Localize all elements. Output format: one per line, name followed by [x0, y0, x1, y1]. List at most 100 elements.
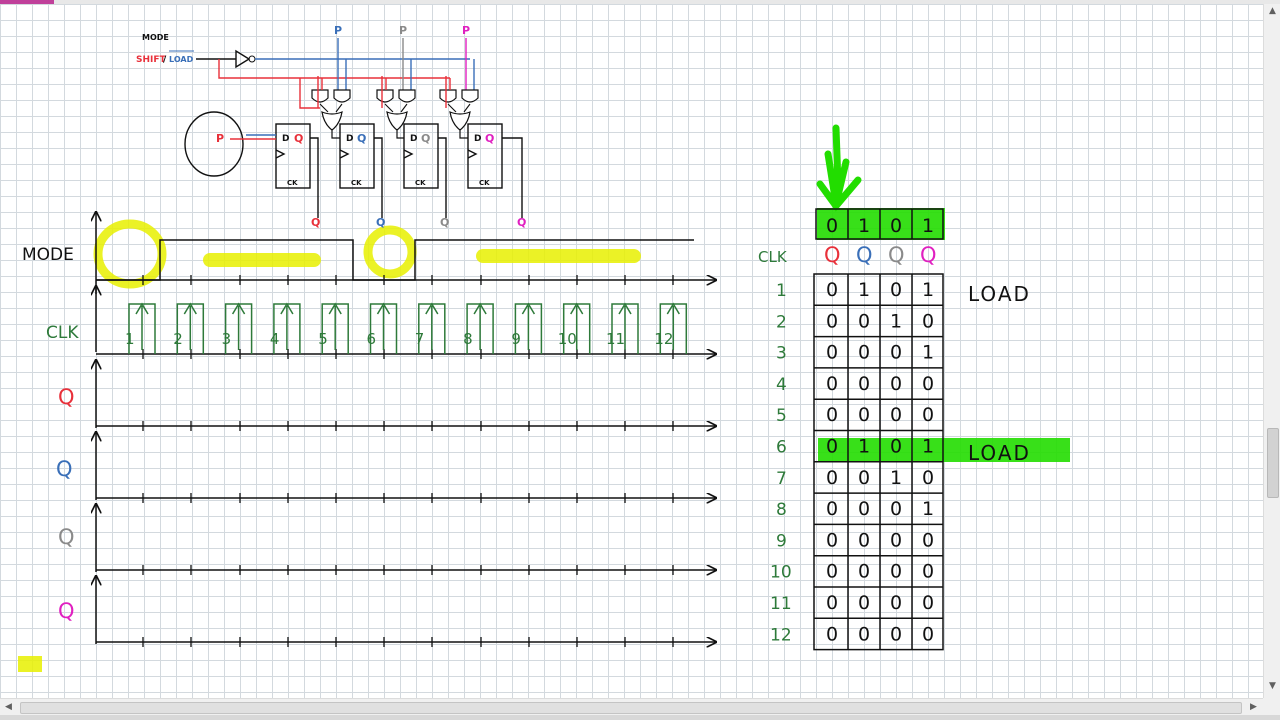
table-row-label: 3: [776, 344, 787, 364]
table-row-label: 9: [776, 531, 787, 551]
svg-text:/: /: [163, 55, 167, 65]
initial-value: 0: [826, 215, 838, 237]
scroll-left-arrow-icon[interactable]: ◀: [5, 702, 12, 712]
scroll-up-arrow-icon[interactable]: ▲: [1269, 6, 1276, 16]
ff-ck-3: CK: [415, 179, 426, 187]
table-header-q: Q: [856, 243, 873, 267]
scroll-right-arrow-icon[interactable]: ▶: [1250, 702, 1257, 712]
clk-axis-label: CLK: [46, 323, 79, 343]
clock-label: 5: [318, 330, 328, 348]
horizontal-scrollbar[interactable]: ◀ ▶: [0, 698, 1263, 715]
ff-q-3: Q: [421, 132, 430, 145]
table-cell: 0: [858, 404, 870, 426]
q3-axis-label: Q: [58, 525, 75, 549]
table-cell: 0: [890, 592, 902, 614]
scrollbar-corner: [1263, 698, 1280, 715]
table-row-label: 12: [770, 625, 792, 645]
table-header-q: Q: [920, 243, 937, 267]
table-cell: 1: [890, 467, 902, 489]
table-header-q: Q: [824, 243, 841, 267]
ff-q-2: Q: [357, 132, 366, 145]
p-label-2: P: [399, 24, 407, 37]
table-cell: 0: [922, 404, 934, 426]
table-cell: 1: [858, 436, 870, 458]
rising-edge-arrow-icon: [618, 302, 632, 350]
table-cell: 0: [826, 561, 838, 583]
handwritten-diagram: MODE SHIFT / LOAD P P P: [18, 24, 1070, 672]
table-cell: 0: [826, 529, 838, 551]
initial-value: 0: [890, 215, 902, 237]
out-q-1: Q: [311, 216, 320, 229]
mode-highlights: [18, 219, 641, 672]
table-row-label: 11: [770, 594, 792, 614]
table-cell: 0: [890, 373, 902, 395]
ff-ck-1: CK: [287, 179, 298, 187]
clock-label: 4: [270, 330, 280, 348]
table-row-label: 7: [776, 469, 787, 489]
clock-label: 10: [558, 330, 577, 348]
title-bar: [0, 0, 1280, 4]
rising-edge-arrow-icon: [376, 302, 391, 350]
rising-edge-arrow-icon: [135, 302, 149, 350]
vertical-scrollbar[interactable]: ▲ ▼: [1263, 4, 1280, 698]
table-cell: 0: [922, 467, 934, 489]
table-cell: 0: [858, 310, 870, 332]
clock-label: 3: [222, 330, 232, 348]
table-cell: 0: [890, 279, 902, 301]
table-cell: 0: [858, 373, 870, 395]
clock-label: 8: [463, 330, 473, 348]
rising-edge-arrow-icon: [473, 302, 487, 350]
table-cell: 1: [858, 279, 870, 301]
table-cell: 0: [826, 279, 838, 301]
q4-axis-label: Q: [58, 599, 75, 623]
rising-edge-arrow-icon: [183, 302, 197, 350]
ff-ck-4: CK: [479, 179, 490, 187]
initial-value: 1: [922, 215, 934, 237]
out-q-3: Q: [440, 216, 449, 229]
table-cell: 0: [922, 310, 934, 332]
table-cell: 0: [826, 623, 838, 645]
scroll-down-arrow-icon[interactable]: ▼: [1269, 681, 1276, 691]
q2-axis-label: Q: [56, 457, 73, 481]
horizontal-scroll-thumb[interactable]: [20, 702, 1242, 714]
table-cell: 0: [826, 373, 838, 395]
table-row-label: 1: [776, 281, 787, 301]
initial-value: 1: [858, 215, 870, 237]
drawing-canvas[interactable]: MODE SHIFT / LOAD P P P: [0, 4, 1263, 698]
mode-axis-label: MODE: [22, 245, 74, 265]
rising-edge-arrow-icon: [280, 302, 294, 350]
table-row-label: 4: [776, 375, 787, 395]
table-cell: 0: [858, 529, 870, 551]
table-row-label: 2: [776, 312, 787, 332]
table-cell: 0: [858, 498, 870, 520]
table-cell: 0: [826, 310, 838, 332]
p-label-3: P: [462, 24, 470, 37]
load-label-top: LOAD: [968, 282, 1031, 306]
table-cell: 0: [922, 561, 934, 583]
table-cell: 0: [922, 623, 934, 645]
p-label-1: P: [334, 24, 342, 37]
table-cell: 0: [858, 467, 870, 489]
clock-label: 11: [606, 330, 625, 348]
clock-label: 6: [367, 330, 377, 348]
table-row-label: 8: [776, 500, 787, 520]
clock-label: 9: [511, 330, 521, 348]
clock-label: 12: [654, 330, 673, 348]
table-cell: 0: [922, 592, 934, 614]
table-cell: 0: [858, 623, 870, 645]
ff-ck-2: CK: [351, 179, 362, 187]
table-cell: 0: [890, 342, 902, 364]
rising-edge-arrow-icon: [231, 302, 246, 350]
ff-q-1: Q: [294, 132, 303, 145]
table-highlights: [816, 124, 1070, 462]
status-strip: [0, 715, 1280, 720]
q1-axis-label: Q: [58, 385, 75, 409]
table-cell: 0: [890, 404, 902, 426]
ff-q-4: Q: [485, 132, 494, 145]
table-cell: 0: [826, 342, 838, 364]
table-clk-label: CLK: [758, 248, 788, 266]
table-cell: 0: [922, 373, 934, 395]
vertical-scroll-thumb[interactable]: [1267, 428, 1279, 498]
